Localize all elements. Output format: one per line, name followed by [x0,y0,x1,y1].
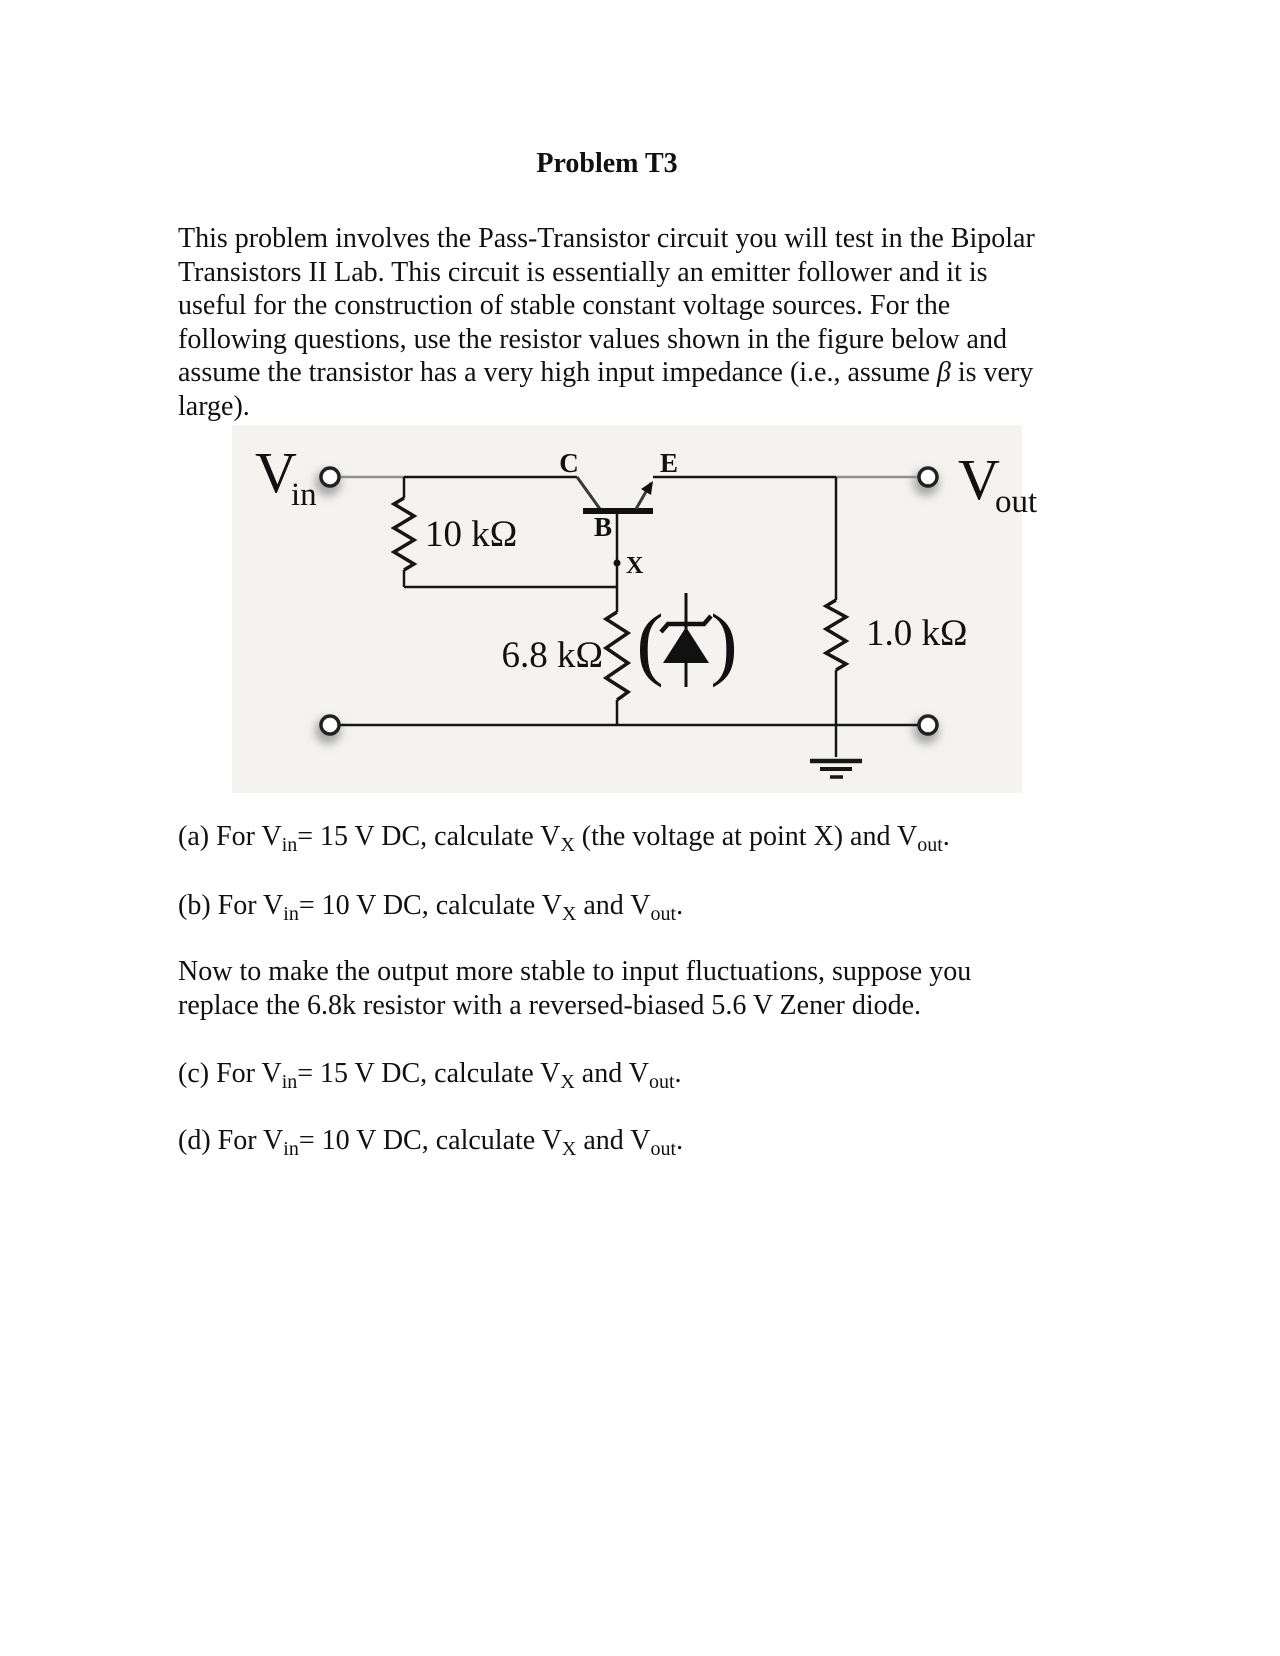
resistor-1k-label: 1.0 kΩ [866,613,968,654]
vout-terminal [917,466,939,488]
circuit-wires [340,475,919,757]
point-x-label: X [626,553,644,579]
question-d: (d) For Vin= 10 V DC, calculate VX and V… [178,1125,684,1160]
intro-line: useful for the construction of stable co… [178,290,951,321]
ground-icon [810,758,862,779]
point-x-dot [613,559,621,567]
resistor-10k-label: 10 kΩ [425,514,517,555]
question-a: (a) For Vin= 15 V DC, calculate VX (the … [178,821,950,856]
vin-terminal [319,466,341,488]
bottom-right-terminal [917,714,939,736]
collector-label: C [559,448,579,478]
circuit-figure: ( ) V in V out 10 kΩ 6.8 kΩ 1.0 kΩ C E [232,425,1077,793]
intro-line: large). [178,390,250,422]
resistor-6k8-zigzag [602,610,632,702]
zener-note-line: replace the 6.8k resistor with a reverse… [178,989,922,1021]
intro-line: assume the transistor has a very high in… [178,357,1034,388]
vout-label: V [958,447,1000,512]
emitter-arrow-icon [641,481,653,495]
terminals [319,466,939,736]
zener-cathode-bar [659,614,713,634]
resistor-10k-zigzag [390,496,418,572]
zener-note-paragraph: Now to make the output more stable to in… [178,955,1068,1022]
intro-line: This problem involves the Pass-Transisto… [178,223,1035,254]
vin-label-sub: in [291,477,317,513]
question-c: (c) For Vin= 15 V DC, calculate VX and V… [178,1058,682,1093]
vin-label: V [255,440,297,505]
circuit-diagram: ( ) V in V out 10 kΩ 6.8 kΩ 1.0 kΩ C E [232,425,1037,793]
intro-line: following questions, use the resistor va… [178,323,1007,355]
zener-paren-close: ) [710,597,737,688]
zener-diode-icon: ( ) [636,593,738,688]
zener-triangle [663,627,709,663]
figure-background [232,425,1022,793]
collector-lead [575,476,602,510]
question-b: (b) For Vin= 10 V DC, calculate VX and V… [178,890,684,925]
base-label: B [594,512,612,542]
bottom-left-terminal [319,714,341,736]
vout-label-sub: out [995,484,1037,520]
page-title: Problem T3 [536,148,678,179]
intro-paragraph: This problem involves the Pass-Transisto… [178,222,1068,423]
zener-note-line: Now to make the output more stable to in… [178,956,972,987]
resistor-6k8-label: 6.8 kΩ [502,635,604,676]
intro-line: Transistors II Lab. This circuit is esse… [178,256,988,288]
resistor-1k-zigzag [822,598,850,672]
transistor-symbol [575,476,653,514]
zener-paren-open: ( [636,597,663,688]
emitter-label: E [660,448,678,478]
